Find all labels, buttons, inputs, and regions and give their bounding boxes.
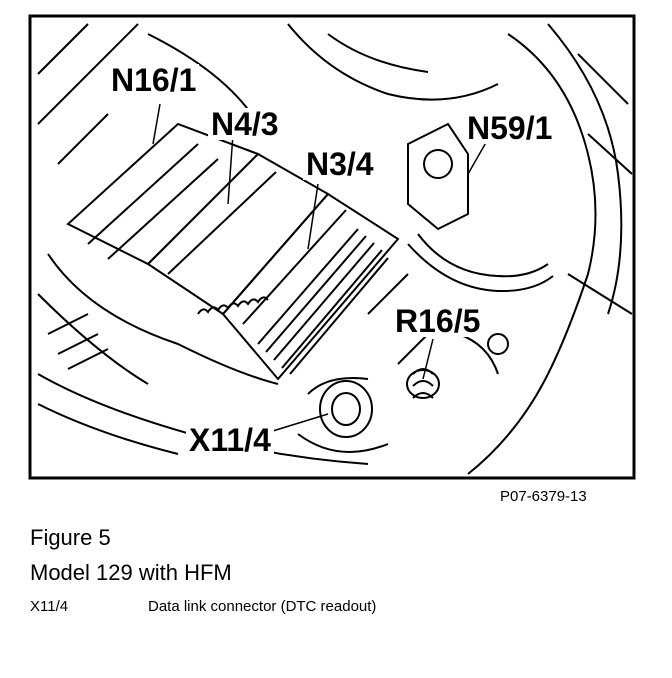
callout-n3-4: N3/4 — [303, 148, 377, 180]
callout-r16-5: R16/5 — [392, 305, 484, 337]
figure-title: Figure 5 — [30, 525, 111, 550]
legend-description: Data link connector (DTC readout) — [148, 598, 377, 615]
callout-x11-4: X11/4 — [186, 424, 274, 456]
figure-subtitle: Model 129 with HFM — [30, 560, 232, 585]
callout-n4-3: N4/3 — [208, 108, 282, 140]
figure-id: P07-6379-13 — [500, 488, 587, 505]
callout-n59-1: N59/1 — [464, 112, 556, 144]
legend-code: X11/4 — [30, 598, 69, 615]
callout-n16-1: N16/1 — [108, 64, 200, 96]
